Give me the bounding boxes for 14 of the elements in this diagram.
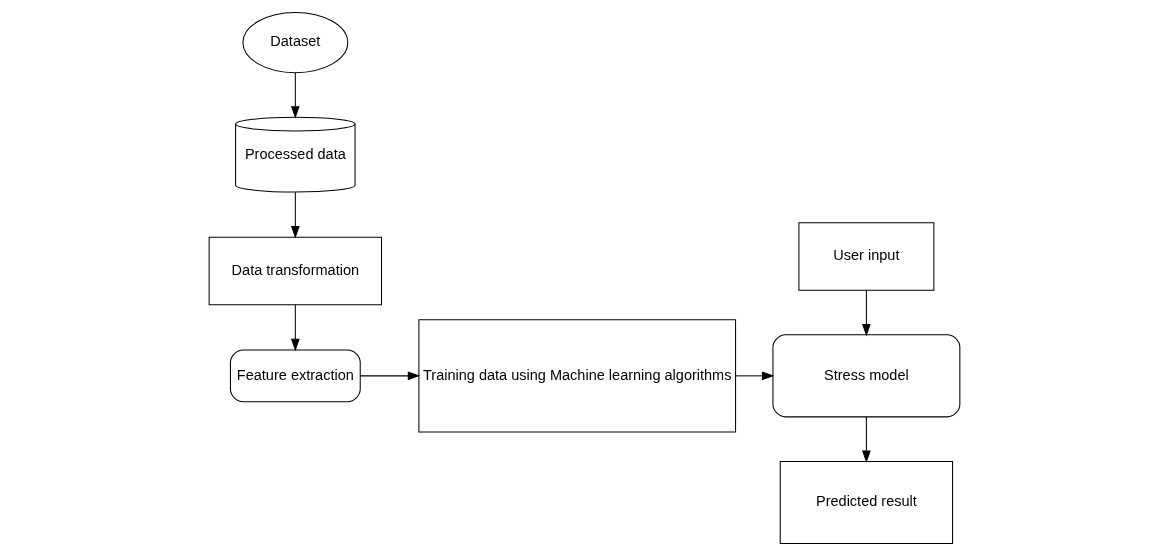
node-box: Data transformation	[208, 236, 382, 306]
arrow	[290, 304, 300, 352]
node-ellipse: Dataset	[241, 11, 348, 74]
node-box: Predicted result	[779, 461, 953, 545]
arrow	[290, 191, 300, 239]
arrow	[861, 416, 871, 464]
node-box: Training data using Machine learning algorithms	[417, 319, 736, 433]
node-box: Feature extraction	[229, 349, 361, 403]
arrow	[734, 371, 774, 381]
node-box: Stress model	[771, 334, 960, 418]
arrow	[359, 371, 420, 381]
arrow	[861, 289, 871, 337]
arrow	[290, 72, 300, 119]
node-box: User input	[797, 222, 934, 291]
